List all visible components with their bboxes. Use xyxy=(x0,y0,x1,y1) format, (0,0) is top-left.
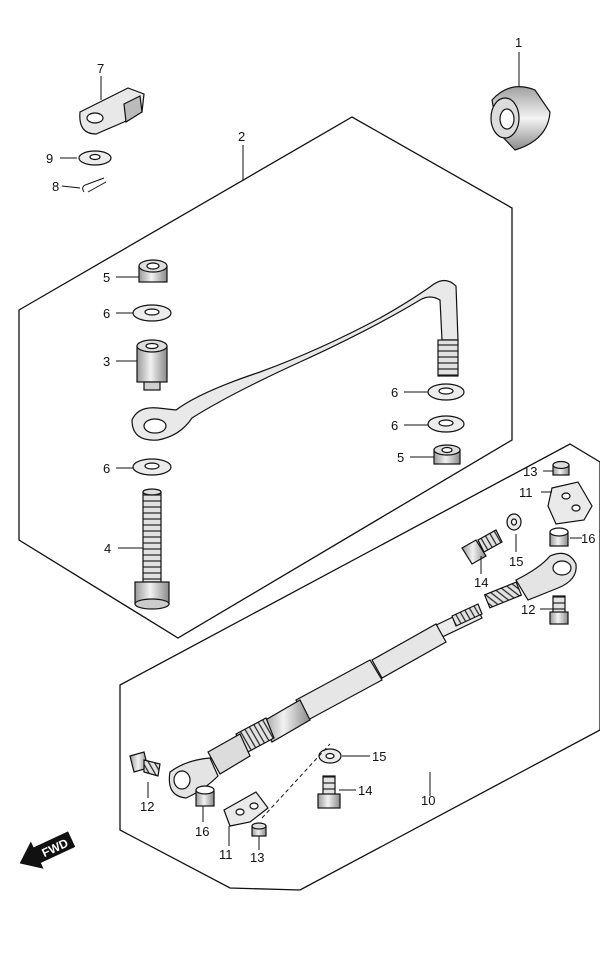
callout-8: 8 xyxy=(52,179,59,194)
callout-3: 3 xyxy=(103,354,110,369)
washer-6-left-bottom xyxy=(132,458,172,476)
callout-1: 1 xyxy=(515,35,522,50)
nut-5-right xyxy=(433,444,461,465)
callout-14-top: 14 xyxy=(474,575,488,590)
bolt-14-bottom xyxy=(317,775,341,809)
bolt-4 xyxy=(134,488,170,610)
grommet-1 xyxy=(490,86,551,151)
callout-14-bottom: 14 xyxy=(358,783,372,798)
collar-3 xyxy=(136,339,168,391)
callout-12-right: 12 xyxy=(521,602,535,617)
callout-11-bottom: 11 xyxy=(219,847,233,862)
callout-10: 10 xyxy=(421,793,435,808)
callout-16-top: 16 xyxy=(581,531,595,546)
cable-10 xyxy=(207,603,483,775)
callout-13-bottom: 13 xyxy=(250,850,264,865)
bracket-11-bottom xyxy=(223,791,269,827)
kit-outline-2 xyxy=(18,116,513,639)
callout-16-bottom: 16 xyxy=(195,824,209,839)
washer-9 xyxy=(78,150,112,166)
callout-5-left: 5 xyxy=(103,270,110,285)
drag-link-rod-2 xyxy=(131,279,459,441)
ball-joint-right xyxy=(483,552,577,609)
fwd-label: FWD xyxy=(40,836,71,860)
bracket-11-top xyxy=(547,481,593,525)
callout-12-left: 12 xyxy=(140,799,154,814)
washer-6-left-top xyxy=(132,304,172,322)
bolt-12-right xyxy=(549,595,569,625)
cotter-pin-8 xyxy=(82,177,107,193)
callout-15-bottom: 15 xyxy=(372,749,386,764)
callout-6-right-2: 6 xyxy=(391,418,398,433)
leader-lines xyxy=(60,52,582,850)
washer-15-bottom xyxy=(318,748,342,764)
kit-outline-10 xyxy=(119,443,600,891)
callout-9: 9 xyxy=(46,151,53,166)
callout-5-right: 5 xyxy=(397,450,404,465)
bushing-16-bottom xyxy=(195,785,215,807)
callout-15-top: 15 xyxy=(509,554,523,569)
washer-15-top xyxy=(506,513,522,531)
install-guide-line xyxy=(261,743,331,819)
callout-6-left-bottom: 6 xyxy=(103,461,110,476)
callout-11-top: 11 xyxy=(519,485,533,500)
bolt-12-left xyxy=(129,751,161,777)
callout-4: 4 xyxy=(104,541,111,556)
callout-7: 7 xyxy=(97,61,104,76)
ball-joint-left xyxy=(168,757,219,799)
callout-2: 2 xyxy=(238,129,245,144)
callout-6-right-1: 6 xyxy=(391,385,398,400)
bushing-16-top xyxy=(549,527,569,547)
nut-5-left xyxy=(138,259,168,283)
clip-7 xyxy=(79,87,145,135)
washer-6-right-2 xyxy=(427,415,465,433)
bolt-14-top xyxy=(461,529,503,565)
fwd-direction-arrow: FWD xyxy=(19,831,76,869)
callout-6-left-top: 6 xyxy=(103,306,110,321)
nut-13-bottom xyxy=(251,822,267,837)
callout-13-top: 13 xyxy=(523,464,537,479)
washer-6-right-1 xyxy=(427,383,465,401)
nut-13-top xyxy=(552,460,570,476)
